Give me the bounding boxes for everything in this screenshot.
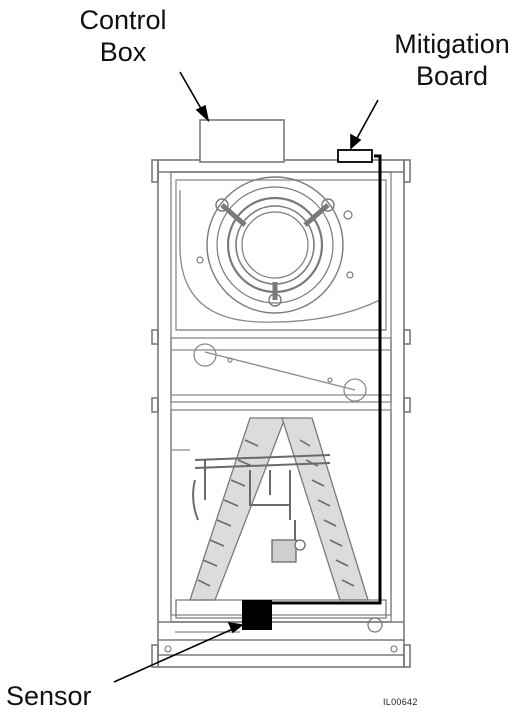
cabinet (151, 159, 411, 668)
sensor-wire (272, 154, 382, 605)
sensor-arrowhead (227, 621, 244, 634)
mitigation-board-label-line2: Board (415, 61, 489, 91)
a-coil-icon (175, 417, 387, 633)
control-box-arrowhead (195, 104, 210, 123)
blower-section (175, 179, 387, 331)
sensor-block-icon (242, 600, 272, 630)
mitigation-board-label-line1: Mitigation (394, 29, 510, 59)
mitigation-board (337, 149, 373, 163)
coil-section (170, 409, 392, 616)
sensor-label: Sensor (6, 681, 92, 711)
control-box (199, 119, 285, 163)
figure-code: IL00642 (383, 697, 418, 707)
control-box-label-line2: Box (99, 37, 147, 67)
blower-wheel-icon (196, 176, 354, 314)
control-box-label: Control Box (68, 4, 178, 68)
bottom-trim (164, 631, 398, 653)
mitigation-board-label: Mitigation Board (384, 28, 520, 92)
mitigation-board-arrowhead (350, 133, 362, 150)
partition-section (170, 337, 392, 403)
leader-arrows (113, 71, 379, 683)
control-box-label-line1: Control (79, 5, 167, 35)
